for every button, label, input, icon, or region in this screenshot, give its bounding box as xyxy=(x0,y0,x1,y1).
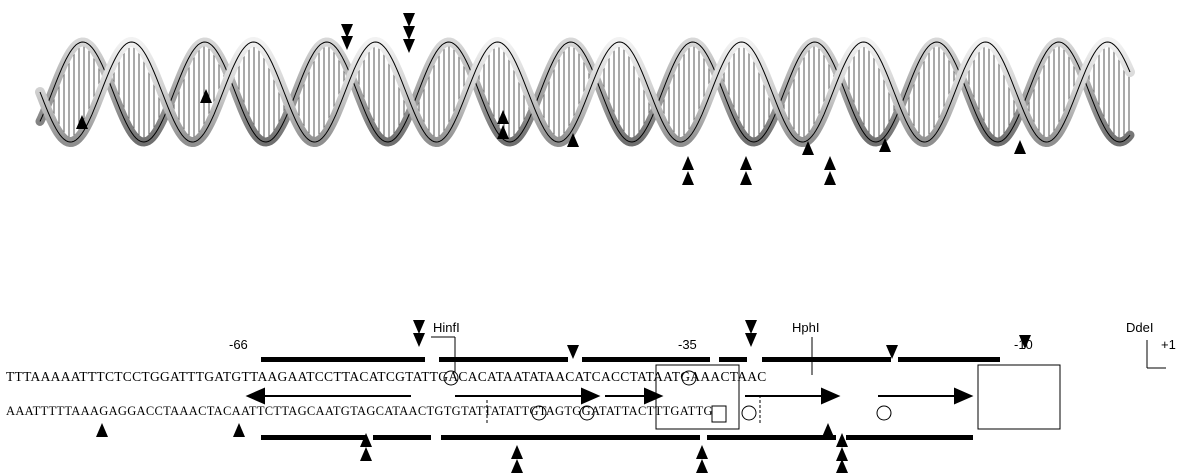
helix-marker-down xyxy=(341,36,353,50)
helix-marker-up xyxy=(824,156,836,170)
protection-bar xyxy=(261,435,366,440)
protection-bar xyxy=(762,357,891,362)
top-protection-bars xyxy=(261,357,1000,362)
box-small xyxy=(711,405,727,423)
marker-up xyxy=(822,423,834,437)
bottom-markers xyxy=(96,423,848,473)
restriction-site-hph: HphI xyxy=(792,320,820,335)
helix-marker-up xyxy=(682,171,694,185)
circled-bases xyxy=(443,370,892,421)
circled-base xyxy=(443,370,459,386)
dna-helix xyxy=(35,36,1135,148)
protection-bar xyxy=(582,357,710,362)
protection-bar xyxy=(261,357,425,362)
helix-marker-up xyxy=(200,89,212,103)
helix-marker-up xyxy=(1014,140,1026,154)
helix-strand-back-edge xyxy=(39,41,1131,143)
box-minus10 xyxy=(977,364,1061,430)
protection-bar xyxy=(719,357,747,362)
position-label-minus10: -10 xyxy=(1014,337,1033,352)
helix-marker-up xyxy=(682,156,694,170)
marker-up xyxy=(836,459,848,473)
marker-down xyxy=(567,345,579,359)
marker-up xyxy=(696,445,708,459)
circled-base xyxy=(876,405,892,421)
protection-bar xyxy=(373,435,431,440)
box-minus35 xyxy=(655,364,740,430)
protection-bar xyxy=(707,435,836,440)
marker-down xyxy=(413,320,425,334)
restriction-site-dde: DdeI xyxy=(1126,320,1154,335)
marker-down xyxy=(745,333,757,347)
helix-marker-up xyxy=(740,171,752,185)
top-markers xyxy=(413,320,1031,359)
marker-up xyxy=(96,423,108,437)
marker-up xyxy=(511,459,523,473)
helix-strand-front-edge xyxy=(39,41,1131,143)
helix-marker-down xyxy=(341,24,353,38)
marker-up xyxy=(511,445,523,459)
sequence-top-strand: TTTAAAAATTTCTCCTGGATTTGATGTTAAGAATCCTTAC… xyxy=(6,369,767,384)
circled-base xyxy=(579,405,595,421)
sequence-panel xyxy=(96,320,1166,473)
helix-marker-down xyxy=(403,13,415,27)
position-label-minus35: -35 xyxy=(678,337,697,352)
circled-base xyxy=(531,405,547,421)
marker-up xyxy=(836,447,848,461)
marker-up xyxy=(696,459,708,473)
helix-marker-down xyxy=(403,26,415,40)
position-label-plus1: +1 xyxy=(1161,337,1176,352)
helix-marker-up xyxy=(740,156,752,170)
protection-bar xyxy=(439,357,568,362)
restriction-site-hinf: HinfI xyxy=(433,320,460,335)
marker-up xyxy=(360,447,372,461)
sequence-bottom-strand: AAATTTTTAAAGAGGACCTAAACTACAATTCTTAGCAATG… xyxy=(6,404,713,418)
protection-bar xyxy=(898,357,1000,362)
bottom-protection-bars xyxy=(261,435,973,440)
protection-bar xyxy=(441,435,700,440)
position-label-minus66: -66 xyxy=(229,337,248,352)
marker-up xyxy=(233,423,245,437)
protection-bar xyxy=(846,435,973,440)
helix-marker-down xyxy=(403,39,415,53)
circled-base xyxy=(681,370,697,386)
repeat-arrows xyxy=(245,387,974,405)
marker-down xyxy=(413,333,425,347)
marker-down xyxy=(745,320,757,334)
helix-marker-up xyxy=(824,171,836,185)
circled-base xyxy=(741,405,757,421)
marker-down xyxy=(886,345,898,359)
